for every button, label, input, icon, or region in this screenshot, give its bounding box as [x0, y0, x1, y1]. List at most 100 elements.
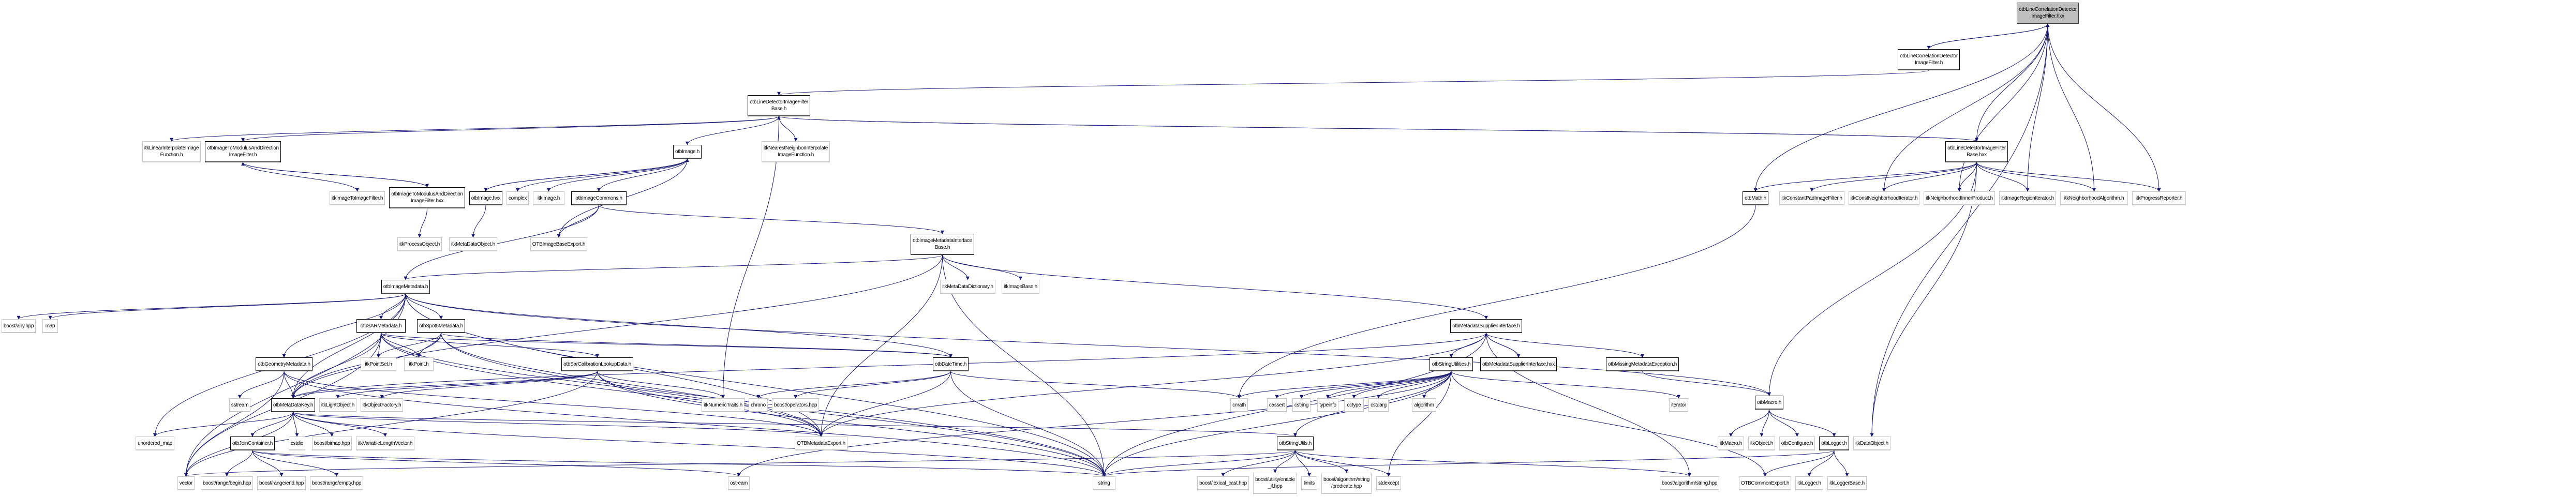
node-label: typeinfo — [1319, 402, 1336, 408]
node-label: otbSpot5Metadata.h — [419, 323, 463, 329]
node-label: sstream — [231, 402, 249, 408]
edge-otblogger-to-string — [1102, 450, 1835, 477]
edge-strutils-to-bastring — [1295, 450, 1691, 477]
node-itkmdo: itkMetaDataObject.h — [449, 237, 497, 251]
edge-otblogger-to-itkloggerbase — [1834, 450, 1849, 477]
node-otbmath[interactable]: otbMath.h — [1743, 191, 1768, 205]
node-label: itkImage.h — [537, 195, 560, 201]
node-label: itkProcessObject.h — [399, 241, 440, 247]
node-itkloggerbase: itkLoggerBase.h — [1827, 476, 1867, 490]
node-joincont[interactable]: otbJoinContainer.h — [230, 436, 275, 450]
node-label: string — [1098, 480, 1110, 486]
node-complex: complex — [507, 191, 529, 205]
edge-datetime-to-cmath — [950, 371, 1241, 399]
edge-joincont-to-brbegin — [225, 450, 253, 477]
node-missing[interactable]: otbMissingMetadataException.h — [1606, 357, 1679, 371]
node-imd-hxx[interactable]: otbImageToModulusAndDirection ImageFilte… — [389, 187, 465, 208]
edge-imd_h-to-itk_i2i — [243, 162, 359, 192]
node-iterator: iterator — [1669, 398, 1688, 412]
node-label: otbImageToModulusAndDirection ImageFilte… — [391, 191, 463, 204]
node-imd-h[interactable]: otbImageToModulusAndDirection ImageFilte… — [205, 141, 281, 162]
node-mdkey[interactable]: otbMetaDataKey.h — [271, 398, 315, 412]
node-label: itkConstNeighborhoodIterator.h — [1850, 195, 1918, 201]
node-otbimage-hxx[interactable]: otbImage.hxx — [469, 191, 502, 205]
node-imgmeta[interactable]: otbImageMetadata.h — [381, 280, 430, 294]
node-cctype: cctype — [1344, 398, 1364, 412]
edge-spot5-to-datetime — [441, 333, 952, 358]
edge-sarcal-to-itkobjfac — [380, 371, 598, 399]
node-cstdarg: cstdarg — [1368, 398, 1389, 412]
node-label: otbStringUtils.h — [1278, 440, 1312, 446]
edge-mdkey-to-itkvlv — [293, 412, 387, 437]
node-otbmacro[interactable]: otbMacro.h — [1755, 396, 1783, 410]
edge-ldfb_hxx-to-ldfb_h — [777, 116, 1977, 142]
node-label: otbSARMetadata.h — [360, 323, 402, 329]
node-label: boost/range/end.hpp — [259, 480, 304, 486]
edge-ldfb_h-to-otbimage_h — [686, 116, 779, 145]
node-ldfb-hxx[interactable]: otbLineDetectorImageFilter Base.hxx — [1945, 141, 2008, 162]
edge-ldfb_hxx-to-itkconstpad — [1810, 162, 1977, 192]
edge-mdkey-to-joincont — [250, 412, 293, 437]
edge-strutil-to-ostream — [737, 371, 1452, 477]
edge-imd_hxx-to-imd_h — [241, 162, 427, 188]
node-otbimage-h[interactable]: otbImage.h — [673, 145, 702, 159]
node-label: cstdarg — [1371, 402, 1387, 408]
node-label: otbSarCalibrationLookupData.h — [563, 361, 631, 367]
node-sarmeta[interactable]: otbSARMetadata.h — [356, 319, 406, 333]
node-label: itkImageRegionIterator.h — [2001, 195, 2054, 201]
node-itkimage: itkImage.h — [533, 191, 564, 205]
node-lcdf-h[interactable]: otbLineCorrelationDetector ImageFilter.h — [1898, 49, 1960, 70]
node-strutils[interactable]: otbStringUtils.h — [1277, 436, 1314, 450]
node-imib[interactable]: otbImageMetadataInterface Base.h — [911, 234, 974, 255]
edge-imd_hxx-to-itkproc — [418, 208, 427, 238]
node-brbegin: boost/range/begin.hpp — [201, 476, 253, 490]
node-algorithm: algorithm — [1412, 398, 1436, 412]
edge-geommeta-to-vector — [184, 371, 285, 477]
node-otblogger[interactable]: otbLogger.h — [1819, 436, 1849, 450]
node-imgcommons[interactable]: otbImageCommons.h — [571, 191, 627, 205]
node-label: OTBMetadataExport.h — [797, 440, 845, 446]
node-datetime[interactable]: otbDateTime.h — [933, 357, 969, 371]
node-label: otbMetadataSupplierInterface.h — [1452, 323, 1520, 329]
node-label: otbImage.hxx — [471, 195, 501, 201]
node-label: otbMetaDataKey.h — [273, 402, 314, 408]
edge-ldfb_h-to-itknum — [721, 116, 779, 399]
node-label: cmath — [1232, 402, 1246, 408]
edge-lcdf_h-to-ldfb_h — [777, 70, 1929, 96]
edge-geommeta-to-sstream — [238, 371, 285, 399]
node-itk-i2i: itkImageToImageFilter.h — [330, 191, 385, 205]
node-label: OTBCommonExport.h — [1740, 480, 1790, 486]
node-mdsi-hxx[interactable]: otbMetadataSupplierInterface.hxx — [1480, 357, 1557, 371]
node-label: itkDataObject.h — [1855, 440, 1888, 446]
node-label: cassert — [1269, 402, 1285, 408]
node-itkconstpad: itkConstantPadImageFilter.h — [1779, 191, 1844, 205]
node-otbconf: otbConfigure.h — [1779, 436, 1815, 450]
node-label: itkNumericTraits.h — [704, 402, 742, 408]
edge-ldfb_hxx-to-itkdataobj — [1870, 162, 1977, 437]
node-label: boost/lexical_cast.hpp — [1199, 480, 1247, 486]
node-label: otbLineDetectorImageFilter Base.hxx — [1947, 145, 2006, 158]
node-mdsi-h[interactable]: otbMetadataSupplierInterface.h — [1450, 319, 1522, 333]
edge-otbimage_h-to-complex — [516, 158, 688, 192]
node-label: itkLoggerBase.h — [1829, 480, 1865, 486]
edge-ldfb_h-to-imd_h — [241, 116, 779, 142]
node-strutil[interactable]: otbStringUtilities.h — [1430, 357, 1473, 371]
node-label: otbMetadataSupplierInterface.hxx — [1482, 361, 1555, 367]
edge-strutil-to-cassert — [1275, 371, 1452, 399]
node-sarcal[interactable]: otbSarCalibrationLookupData.h — [561, 357, 633, 371]
node-brend: boost/range/end.hpp — [257, 476, 306, 490]
node-itkdataobj: itkDataObject.h — [1853, 436, 1890, 450]
edge-ldfb_hxx-to-itkiri — [1976, 162, 2030, 192]
node-itk-lin: itkLinearInterpolateImage Function.h — [142, 141, 201, 162]
node-geommeta[interactable]: otbGeometryMetadata.h — [256, 357, 312, 371]
node-root[interactable]: otbLineCorrelationDetector ImageFilter.h… — [2017, 3, 2079, 24]
node-predicate: boost/algorithm/string /predicate.hpp — [1321, 473, 1372, 494]
node-spot5[interactable]: otbSpot5Metadata.h — [417, 319, 465, 333]
node-itkcni: itkConstNeighborhoodIterator.h — [1849, 191, 1919, 205]
node-label: cctype — [1347, 402, 1361, 408]
node-boostany: boost/any.hpp — [2, 319, 36, 333]
node-ldfb-h[interactable]: otbLineDetectorImageFilter Base.h — [748, 95, 810, 116]
node-label: stdexcept — [1378, 480, 1399, 486]
edge-strutil-to-iterator — [1451, 371, 1680, 399]
edge-imgmeta-to-otbmacro — [405, 293, 1771, 396]
